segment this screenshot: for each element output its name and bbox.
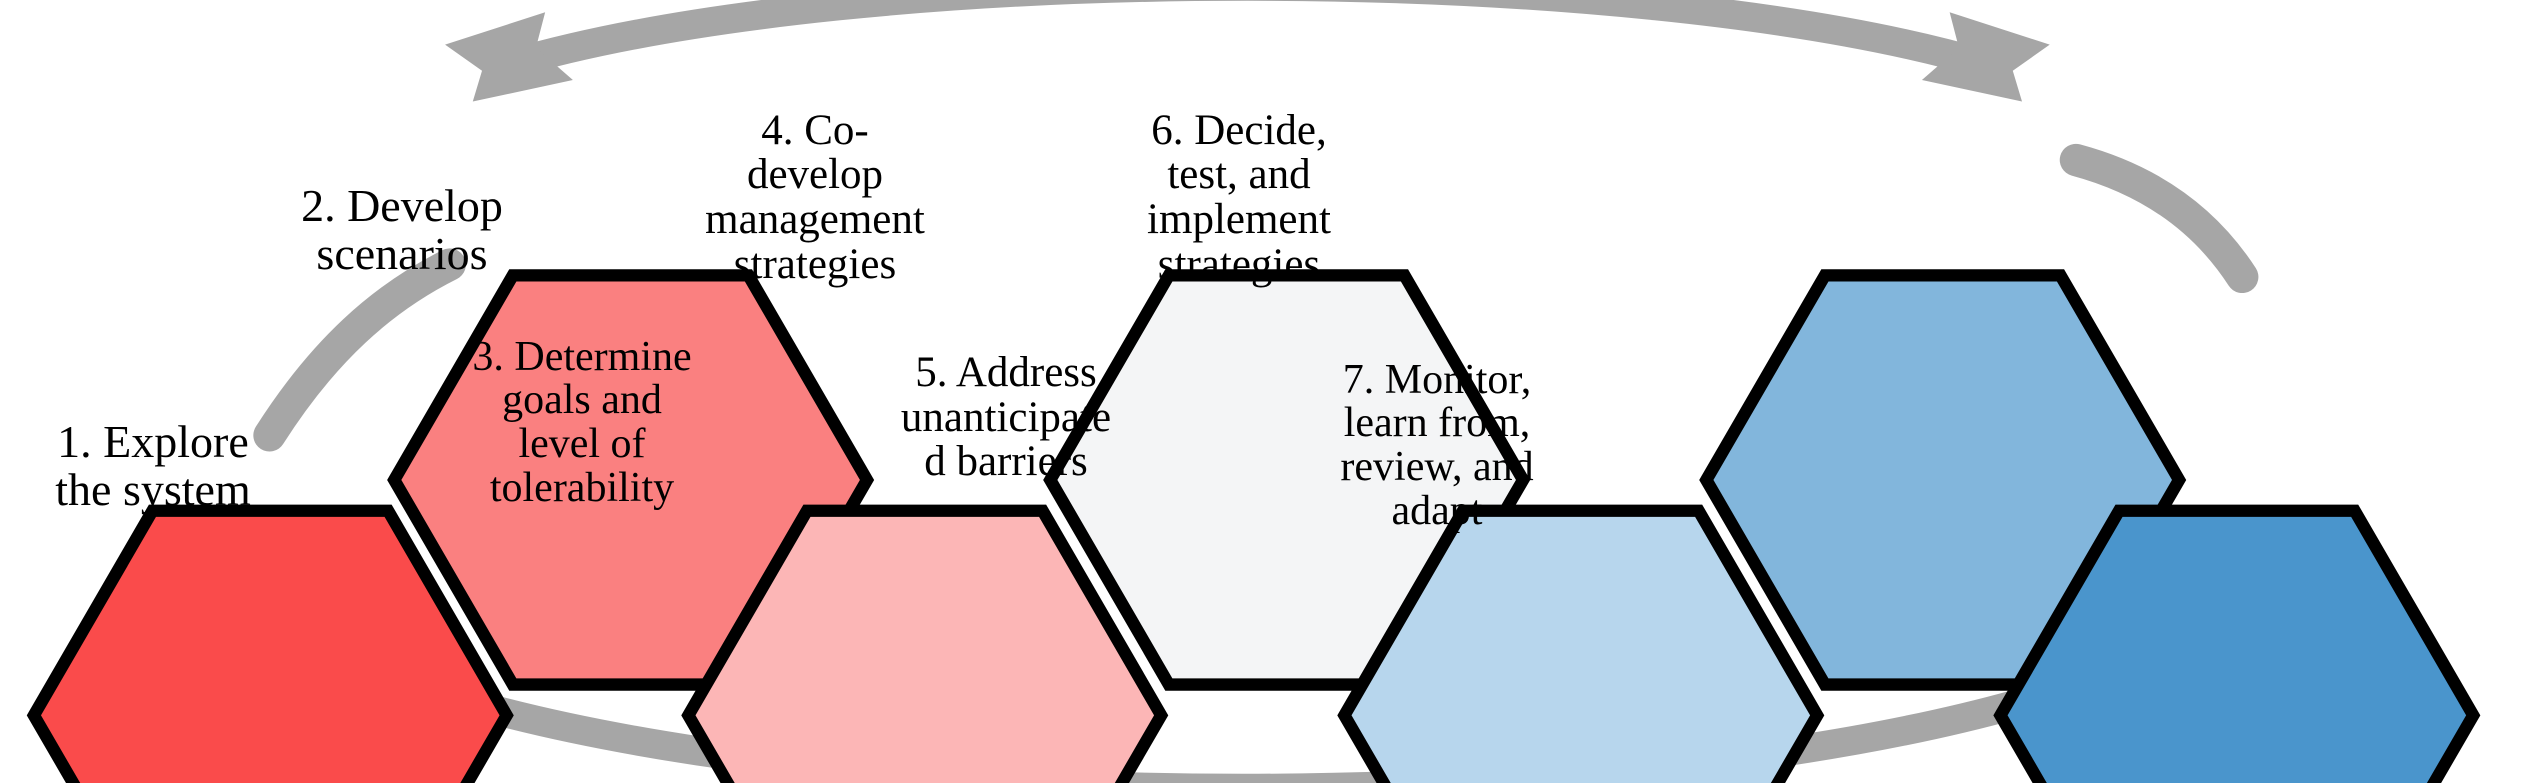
feedback-arrow-top-head-left (445, 12, 573, 102)
hexagon-step-4[interactable] (1043, 269, 1531, 691)
feedback-arrow-bottom-shaft (296, 625, 2194, 783)
hexagon-step-2[interactable] (387, 269, 875, 691)
feedback-arrow-top-head-right (1921, 12, 2050, 102)
hexagon-layer (26, 269, 2481, 783)
feedback-arrow-top-shaft (504, 0, 1991, 79)
hexagon-step-3[interactable] (681, 504, 1169, 783)
hexagon-step-6[interactable] (1699, 269, 2187, 691)
hexagon-step-1[interactable] (26, 504, 514, 783)
link-step6-step7 (2059, 143, 2259, 294)
hexagon-step-5[interactable] (1337, 504, 1825, 783)
hexagon-step-7[interactable] (1993, 504, 2481, 783)
link-step1-step2 (253, 248, 466, 452)
